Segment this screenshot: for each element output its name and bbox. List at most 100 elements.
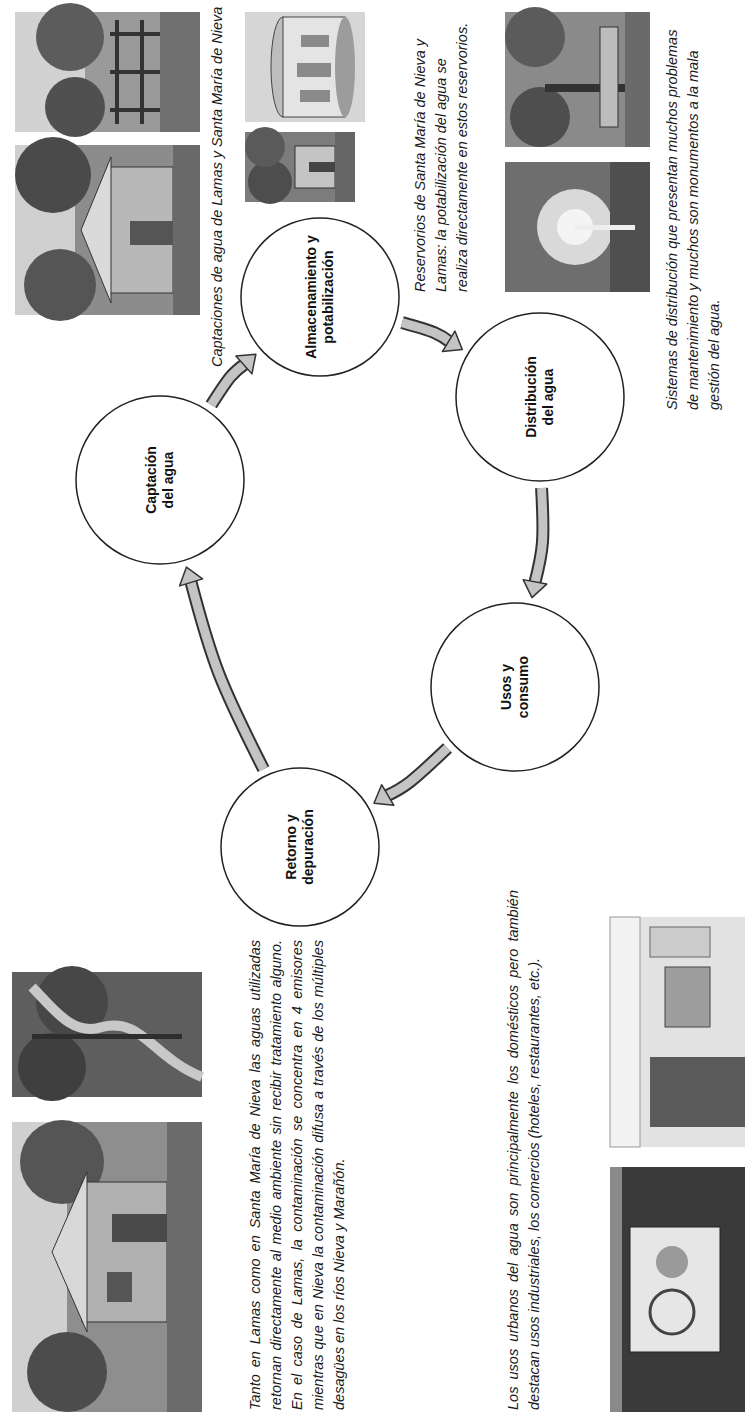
arrow-body xyxy=(386,748,447,796)
photo-reservoir-tank xyxy=(245,12,365,122)
arrow-outline xyxy=(191,580,264,769)
photo-intake-fence xyxy=(36,3,104,71)
photo-use-interior xyxy=(650,927,710,957)
photo-reservoir-tank xyxy=(300,90,330,102)
photo-reservoir-tank xyxy=(335,17,355,117)
photo-intake-fence xyxy=(15,3,200,137)
photo-return-house xyxy=(167,1122,202,1412)
photo-return-stream xyxy=(12,966,202,1101)
photo-return-stream xyxy=(32,1034,182,1039)
arrow-head xyxy=(374,785,394,806)
photo-reservoir-house xyxy=(248,160,292,204)
photo-intake-shed xyxy=(81,157,111,303)
circle-outline xyxy=(456,313,624,481)
circle-label: Usos y consumo xyxy=(498,650,533,725)
photo-use-interior xyxy=(610,917,745,1147)
photo-return-house xyxy=(82,1182,167,1322)
photo-use-sign xyxy=(610,1167,745,1412)
cycle-arrow xyxy=(180,567,264,769)
photo-reservoir-house xyxy=(245,127,355,204)
photo-intake-shed xyxy=(24,249,96,321)
photo-reservoir-tank xyxy=(245,12,365,122)
photo-return-house xyxy=(12,1120,202,1412)
circle-label: Retorno y depuración xyxy=(283,800,318,895)
photo-intake-fence xyxy=(110,32,160,36)
circle-label: Distribución del agua xyxy=(523,347,558,447)
arrow-outline xyxy=(535,488,543,584)
note-paragraph: Tanto en Lamas como en Santa María de Ni… xyxy=(245,940,350,1410)
photo-return-stream xyxy=(32,987,202,1077)
photo-distribution-leak xyxy=(505,162,650,292)
circle-text-holder: Retorno y depuración xyxy=(220,767,380,927)
photo-reservoir-tank xyxy=(297,63,331,77)
arrow-body xyxy=(211,364,245,405)
arrow-outline xyxy=(211,364,245,405)
photo-distribution-pipe xyxy=(510,87,570,147)
photo-return-house xyxy=(112,1214,167,1242)
circle-text-holder: Usos y consumo xyxy=(430,602,600,772)
photo-caption: Sistemas de distribución que presentan m… xyxy=(662,12,725,410)
photo-reservoir-tank xyxy=(301,35,329,47)
photo-use-interior xyxy=(610,917,745,1147)
circle-label: Almacenamiento y potabilización xyxy=(303,232,338,362)
photo-reservoir-house xyxy=(295,146,335,188)
photo-distribution-leak xyxy=(505,162,650,292)
photo-return-house xyxy=(52,1172,87,1332)
photo-intake-fence xyxy=(160,12,200,132)
arrow-head xyxy=(523,580,547,598)
photo-caption: Captaciones de agua de Lamas y Santa Mar… xyxy=(207,12,228,367)
photo-intake-shed xyxy=(130,221,173,245)
circle-outline xyxy=(241,218,399,376)
photo-use-interior xyxy=(650,1057,745,1127)
arrow-body xyxy=(191,580,264,769)
photo-distribution-pipe xyxy=(505,7,650,147)
photo-intake-fence xyxy=(110,108,160,112)
arrow-head xyxy=(236,354,256,374)
arrow-body xyxy=(402,323,450,343)
cycle-arrow xyxy=(374,748,447,805)
photo-reservoir-house xyxy=(335,132,355,202)
circle-outline xyxy=(431,603,599,771)
photo-return-stream xyxy=(18,1033,86,1101)
photo-return-house xyxy=(27,1332,107,1412)
circle-text-holder: Captación del agua xyxy=(75,395,245,565)
intake-circle: Captación del agua xyxy=(75,395,245,565)
photo-return-house xyxy=(107,1272,132,1302)
photo-distribution-leak xyxy=(575,225,635,230)
photo-intake-shed xyxy=(107,167,173,293)
return-circle: Retorno y depuración xyxy=(220,767,380,927)
circle-outline xyxy=(221,768,379,926)
circle-label: Captación del agua xyxy=(143,435,178,525)
photo-intake-shed xyxy=(15,137,200,321)
photo-caption: Reservorios de Santa María de Nieva y La… xyxy=(410,12,473,292)
photo-use-sign xyxy=(610,1167,622,1412)
circle-text-holder: Distribución del agua xyxy=(455,312,625,482)
arrow-outline xyxy=(386,748,447,796)
photo-distribution-pipe xyxy=(505,7,565,67)
photo-intake-shed xyxy=(15,137,91,213)
cycle-arrow xyxy=(402,323,462,352)
photo-use-sign xyxy=(650,1290,694,1334)
photo-use-interior xyxy=(610,917,640,1147)
photo-use-sign xyxy=(656,1246,688,1278)
photo-use-sign xyxy=(630,1227,720,1352)
photo-intake-fence xyxy=(45,77,105,137)
cycle-arrow xyxy=(523,488,547,598)
note-paragraph: Los usos urbanos del agua son principalm… xyxy=(503,890,545,1410)
use-circle: Usos y consumo xyxy=(430,602,600,772)
photo-use-sign xyxy=(610,1167,745,1412)
arrow-body xyxy=(535,488,543,584)
storage-circle: Almacenamiento y potabilización xyxy=(240,217,400,377)
photo-reservoir-house xyxy=(309,162,335,172)
arrow-outline xyxy=(402,323,450,343)
arrow-head xyxy=(442,331,462,351)
photo-distribution-pipe xyxy=(600,27,618,127)
photo-intake-fence xyxy=(110,70,160,74)
photo-distribution-pipe xyxy=(625,12,650,147)
circle-outline xyxy=(76,396,244,564)
circle-text-holder: Almacenamiento y potabilización xyxy=(240,217,400,377)
photo-reservoir-house xyxy=(245,127,285,167)
